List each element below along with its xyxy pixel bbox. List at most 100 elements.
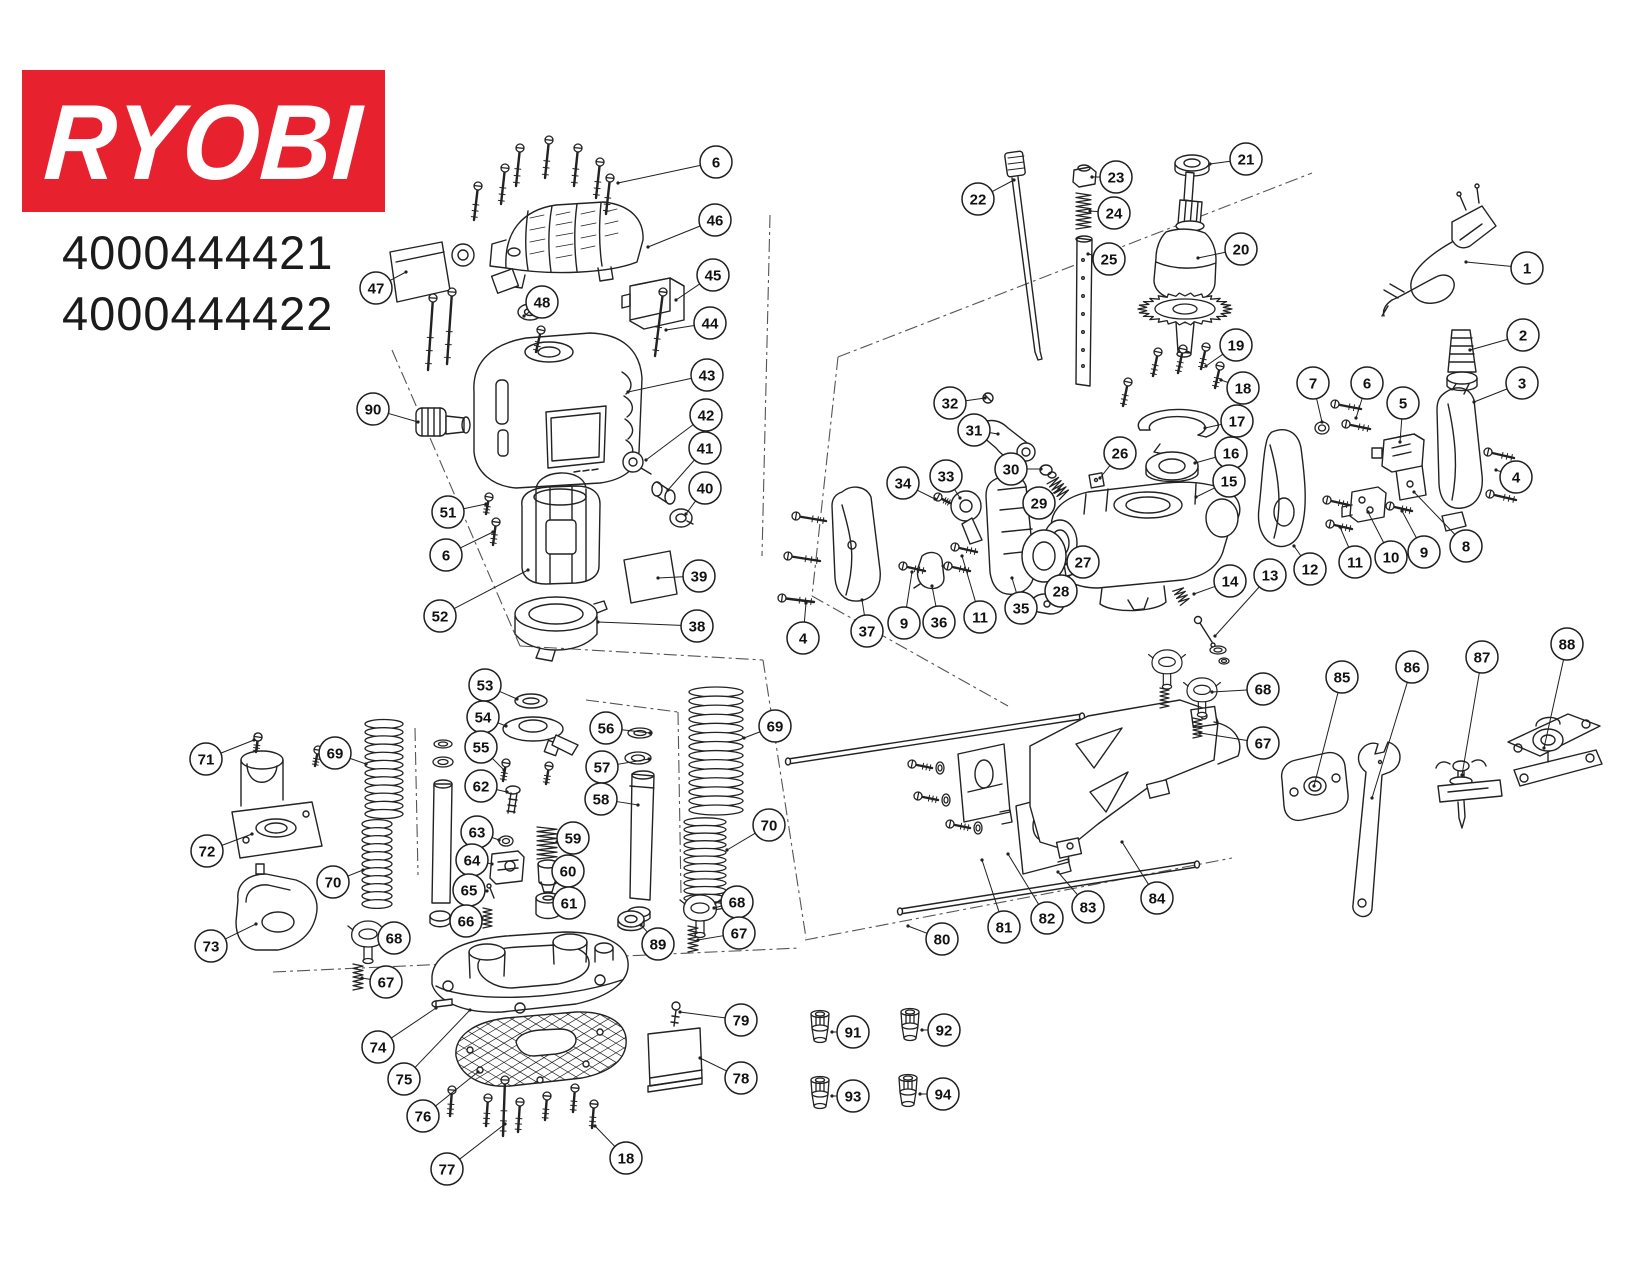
callout-number: 14 bbox=[1222, 573, 1239, 590]
screw bbox=[252, 732, 263, 754]
leader-dot bbox=[648, 731, 652, 735]
callout-balloon: 4 bbox=[786, 621, 820, 655]
callout-number: 56 bbox=[598, 720, 615, 737]
leader-line bbox=[460, 531, 494, 549]
callout-number: 85 bbox=[1334, 669, 1351, 686]
retaining-ring bbox=[1137, 408, 1220, 455]
leader-line bbox=[1399, 418, 1403, 443]
callout-balloon: 45 bbox=[696, 258, 730, 292]
handle-shell-far-right bbox=[1436, 377, 1483, 532]
callout-number: 92 bbox=[936, 1022, 953, 1039]
leader-line bbox=[1543, 659, 1565, 749]
screw bbox=[907, 759, 934, 772]
screw bbox=[514, 1097, 525, 1134]
callout-number: 30 bbox=[1003, 461, 1020, 478]
leader-line bbox=[907, 925, 928, 934]
leader-line bbox=[1339, 526, 1350, 548]
callout-number: 88 bbox=[1559, 636, 1576, 653]
leader-line bbox=[1099, 465, 1111, 479]
callout-number: 62 bbox=[473, 778, 490, 795]
callout-number: 77 bbox=[439, 1161, 456, 1178]
callout-balloon: 92 bbox=[927, 1013, 961, 1047]
callout-number: 13 bbox=[1262, 567, 1279, 584]
callout-number: 9 bbox=[900, 615, 908, 632]
leader-line bbox=[965, 397, 986, 402]
callout-balloon: 88 bbox=[1550, 627, 1584, 661]
callout-balloon: 74 bbox=[361, 1030, 395, 1064]
callout-balloon: 35 bbox=[1004, 591, 1038, 625]
screw bbox=[1175, 344, 1188, 375]
coil-spring bbox=[364, 718, 404, 820]
screw bbox=[497, 163, 510, 206]
leader-dot bbox=[1210, 690, 1214, 694]
callout-number: 15 bbox=[1221, 473, 1238, 490]
callout-balloon: 10 bbox=[1374, 540, 1408, 574]
leader-dot bbox=[666, 488, 670, 492]
callout-number: 84 bbox=[1149, 890, 1166, 907]
callout-balloon: 19 bbox=[1219, 328, 1253, 362]
leader-dot bbox=[434, 1006, 438, 1010]
leader-dot bbox=[361, 868, 365, 872]
guide-column-right bbox=[627, 770, 655, 923]
leader-dot bbox=[1193, 461, 1197, 465]
screw bbox=[945, 819, 972, 832]
callout-balloon: 56 bbox=[589, 711, 623, 745]
callout-balloon: 46 bbox=[698, 203, 732, 237]
callout-number: 6 bbox=[442, 547, 450, 564]
leader-dot bbox=[1338, 525, 1342, 529]
wing-knob bbox=[347, 920, 389, 965]
callout-balloon: 72 bbox=[190, 834, 224, 868]
callout-number: 5 bbox=[1399, 395, 1407, 412]
callout-number: 64 bbox=[464, 852, 481, 869]
callout-balloon: 18 bbox=[609, 1141, 643, 1175]
callout-balloon: 11 bbox=[963, 600, 997, 634]
callout-balloon: 80 bbox=[925, 922, 959, 956]
leader-dot bbox=[644, 458, 648, 462]
callout-balloon: 84 bbox=[1140, 881, 1174, 915]
callout-number: 4 bbox=[1512, 469, 1521, 486]
leader-line bbox=[389, 271, 407, 281]
leader-line bbox=[1057, 871, 1078, 896]
leader-line bbox=[697, 935, 724, 941]
callout-balloon: 26 bbox=[1103, 436, 1137, 470]
leader-dot bbox=[404, 270, 408, 274]
leader-line bbox=[617, 164, 701, 184]
leader-dot bbox=[1203, 426, 1207, 430]
screw bbox=[588, 1099, 599, 1130]
leader-dot bbox=[254, 922, 258, 926]
handle-shell-left bbox=[831, 486, 881, 602]
screw bbox=[1485, 489, 1518, 503]
leader-dot bbox=[360, 976, 364, 980]
callout-balloon: 5 bbox=[1386, 386, 1420, 420]
router-base bbox=[431, 931, 629, 1014]
leader-line bbox=[1199, 732, 1248, 741]
screw bbox=[1483, 447, 1516, 461]
leader-line bbox=[1194, 456, 1216, 464]
callout-number: 65 bbox=[461, 882, 478, 899]
callout-number: 69 bbox=[327, 745, 344, 762]
washer bbox=[973, 821, 983, 835]
callout-balloon: 37 bbox=[850, 614, 884, 648]
screw bbox=[489, 517, 501, 547]
callout-balloon: 73 bbox=[194, 929, 228, 963]
callout-balloon: 94 bbox=[926, 1077, 960, 1111]
callout-balloon: 93 bbox=[836, 1079, 870, 1113]
callout-balloon: 79 bbox=[724, 1003, 758, 1037]
callout-number: 80 bbox=[934, 931, 951, 948]
leader-dot bbox=[468, 1008, 472, 1012]
leader-line bbox=[675, 283, 701, 301]
callout-number: 23 bbox=[1108, 169, 1125, 186]
leader-line bbox=[221, 833, 253, 846]
leader-dot bbox=[504, 724, 508, 728]
leader-line bbox=[699, 1057, 727, 1072]
leader-line bbox=[657, 576, 684, 579]
leader-line bbox=[463, 503, 487, 510]
washer bbox=[433, 739, 453, 749]
lower-bearing bbox=[1145, 451, 1199, 483]
callout-number: 63 bbox=[469, 824, 486, 841]
small-spring bbox=[1172, 587, 1190, 607]
callout-number: 93 bbox=[845, 1088, 862, 1105]
callout-number: 67 bbox=[1255, 735, 1272, 752]
callout-number: 74 bbox=[370, 1039, 387, 1056]
switch-module bbox=[1371, 433, 1425, 473]
